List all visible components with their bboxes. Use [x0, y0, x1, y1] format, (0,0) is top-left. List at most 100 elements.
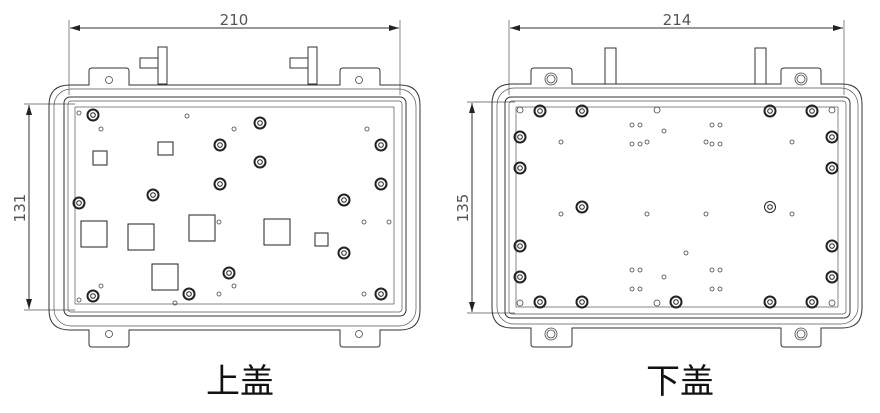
hole-icon: [794, 327, 808, 341]
boss-inner: [217, 181, 223, 187]
hole-icon: [558, 211, 564, 217]
hole-icon: [98, 283, 104, 289]
boss-inner: [673, 299, 679, 305]
screw-boss-icon: [513, 130, 527, 144]
screw-boss-icon: [764, 201, 776, 213]
hole-icon: [828, 106, 836, 114]
hole-icon: [717, 286, 723, 292]
hole-icon: [355, 330, 363, 338]
boss-outer: [513, 270, 527, 284]
boss-outer: [337, 193, 351, 207]
boss-outer: [825, 161, 839, 175]
boss-inner: [829, 134, 835, 140]
hole-icon: [709, 141, 715, 147]
width-dimension: 214: [508, 11, 845, 95]
boss-inner: [378, 291, 384, 297]
boss-inner: [226, 270, 232, 276]
boss-inner: [150, 192, 156, 198]
cutout-square: [127, 223, 155, 251]
boss-inner: [517, 134, 523, 140]
boss-outer: [182, 287, 196, 301]
boss-inner: [809, 299, 815, 305]
hole-icon: [629, 141, 635, 147]
screw-boss-icon: [825, 161, 839, 175]
hole-icon: [516, 299, 524, 307]
hole-icon: [216, 291, 222, 297]
hole-icon: [644, 211, 650, 217]
hinge-icon: [604, 47, 767, 85]
cutout-square: [157, 141, 174, 156]
hole-icon: [828, 299, 836, 307]
hole-icon: [544, 327, 558, 341]
hole-icon: [661, 274, 667, 280]
boss-outer: [513, 161, 527, 175]
hole-icon: [105, 330, 113, 338]
hole-icon: [683, 250, 689, 256]
boss-inner: [341, 250, 347, 256]
hole-icon: [709, 286, 715, 292]
screw-boss-icon: [825, 130, 839, 144]
screw-boss-icon: [337, 246, 351, 260]
height-dimension-label: 131: [11, 194, 29, 223]
hole-icon: [629, 122, 635, 128]
boss-outer: [374, 287, 388, 301]
boss-outer: [575, 200, 589, 214]
cutout-square: [151, 263, 179, 291]
hole-icon: [637, 286, 643, 292]
boss-outer: [575, 104, 589, 118]
screw-boss-icon: [533, 295, 547, 309]
boss-outer: [533, 295, 547, 309]
screw-boss-icon: [182, 287, 196, 301]
hole-icon: [709, 122, 715, 128]
boss-outer: [337, 246, 351, 260]
boss-outer: [86, 108, 100, 122]
screw-boss-icon: [374, 138, 388, 152]
screw-boss-icon: [72, 196, 86, 210]
lower-lid-label: 下盖: [646, 362, 714, 402]
cutout-square: [314, 232, 329, 247]
boss-outer: [222, 266, 236, 280]
hole-icon: [653, 299, 661, 307]
hole-icon: [796, 74, 806, 84]
hole-icon: [544, 72, 558, 86]
hole-icon: [637, 122, 643, 128]
boss-inner: [829, 165, 835, 171]
hole-icon: [361, 219, 367, 225]
hinge-icon: [139, 46, 318, 85]
hole-icon: [516, 106, 524, 114]
boss-inner: [90, 293, 96, 299]
boss-outer: [253, 155, 267, 169]
hole-icon: [355, 76, 363, 84]
hole-icon: [216, 219, 222, 225]
hole-icon: [172, 300, 178, 306]
boss-inner: [537, 299, 543, 305]
boss-outer: [763, 104, 777, 118]
hole-icon: [558, 139, 564, 145]
hole-icon: [717, 122, 723, 128]
hole-icon: [231, 283, 237, 289]
hole-icon: [105, 76, 113, 84]
screw-boss-icon: [213, 177, 227, 191]
screw-boss-icon: [763, 104, 777, 118]
screw-boss-icon: [374, 287, 388, 301]
boss-outer: [764, 201, 776, 213]
screw-boss-icon: [805, 295, 819, 309]
boss-outer: [669, 295, 683, 309]
width-dimension-label: 214: [663, 11, 692, 29]
screw-boss-icon: [213, 138, 227, 152]
cutout-square: [188, 214, 216, 242]
lid-outline: [48, 67, 421, 348]
screw-boss-icon: [86, 108, 100, 122]
boss-outer: [825, 130, 839, 144]
hole-icon: [796, 329, 806, 339]
boss-outer: [374, 177, 388, 191]
boss-inner: [217, 142, 223, 148]
hole-icon: [637, 267, 643, 273]
boss-inner: [809, 108, 815, 114]
hole-icon: [98, 126, 104, 132]
boss-outer: [253, 116, 267, 130]
hole-icon: [76, 110, 82, 116]
boss-outer: [575, 295, 589, 309]
boss-outer: [86, 289, 100, 303]
hole-icon: [637, 141, 643, 147]
